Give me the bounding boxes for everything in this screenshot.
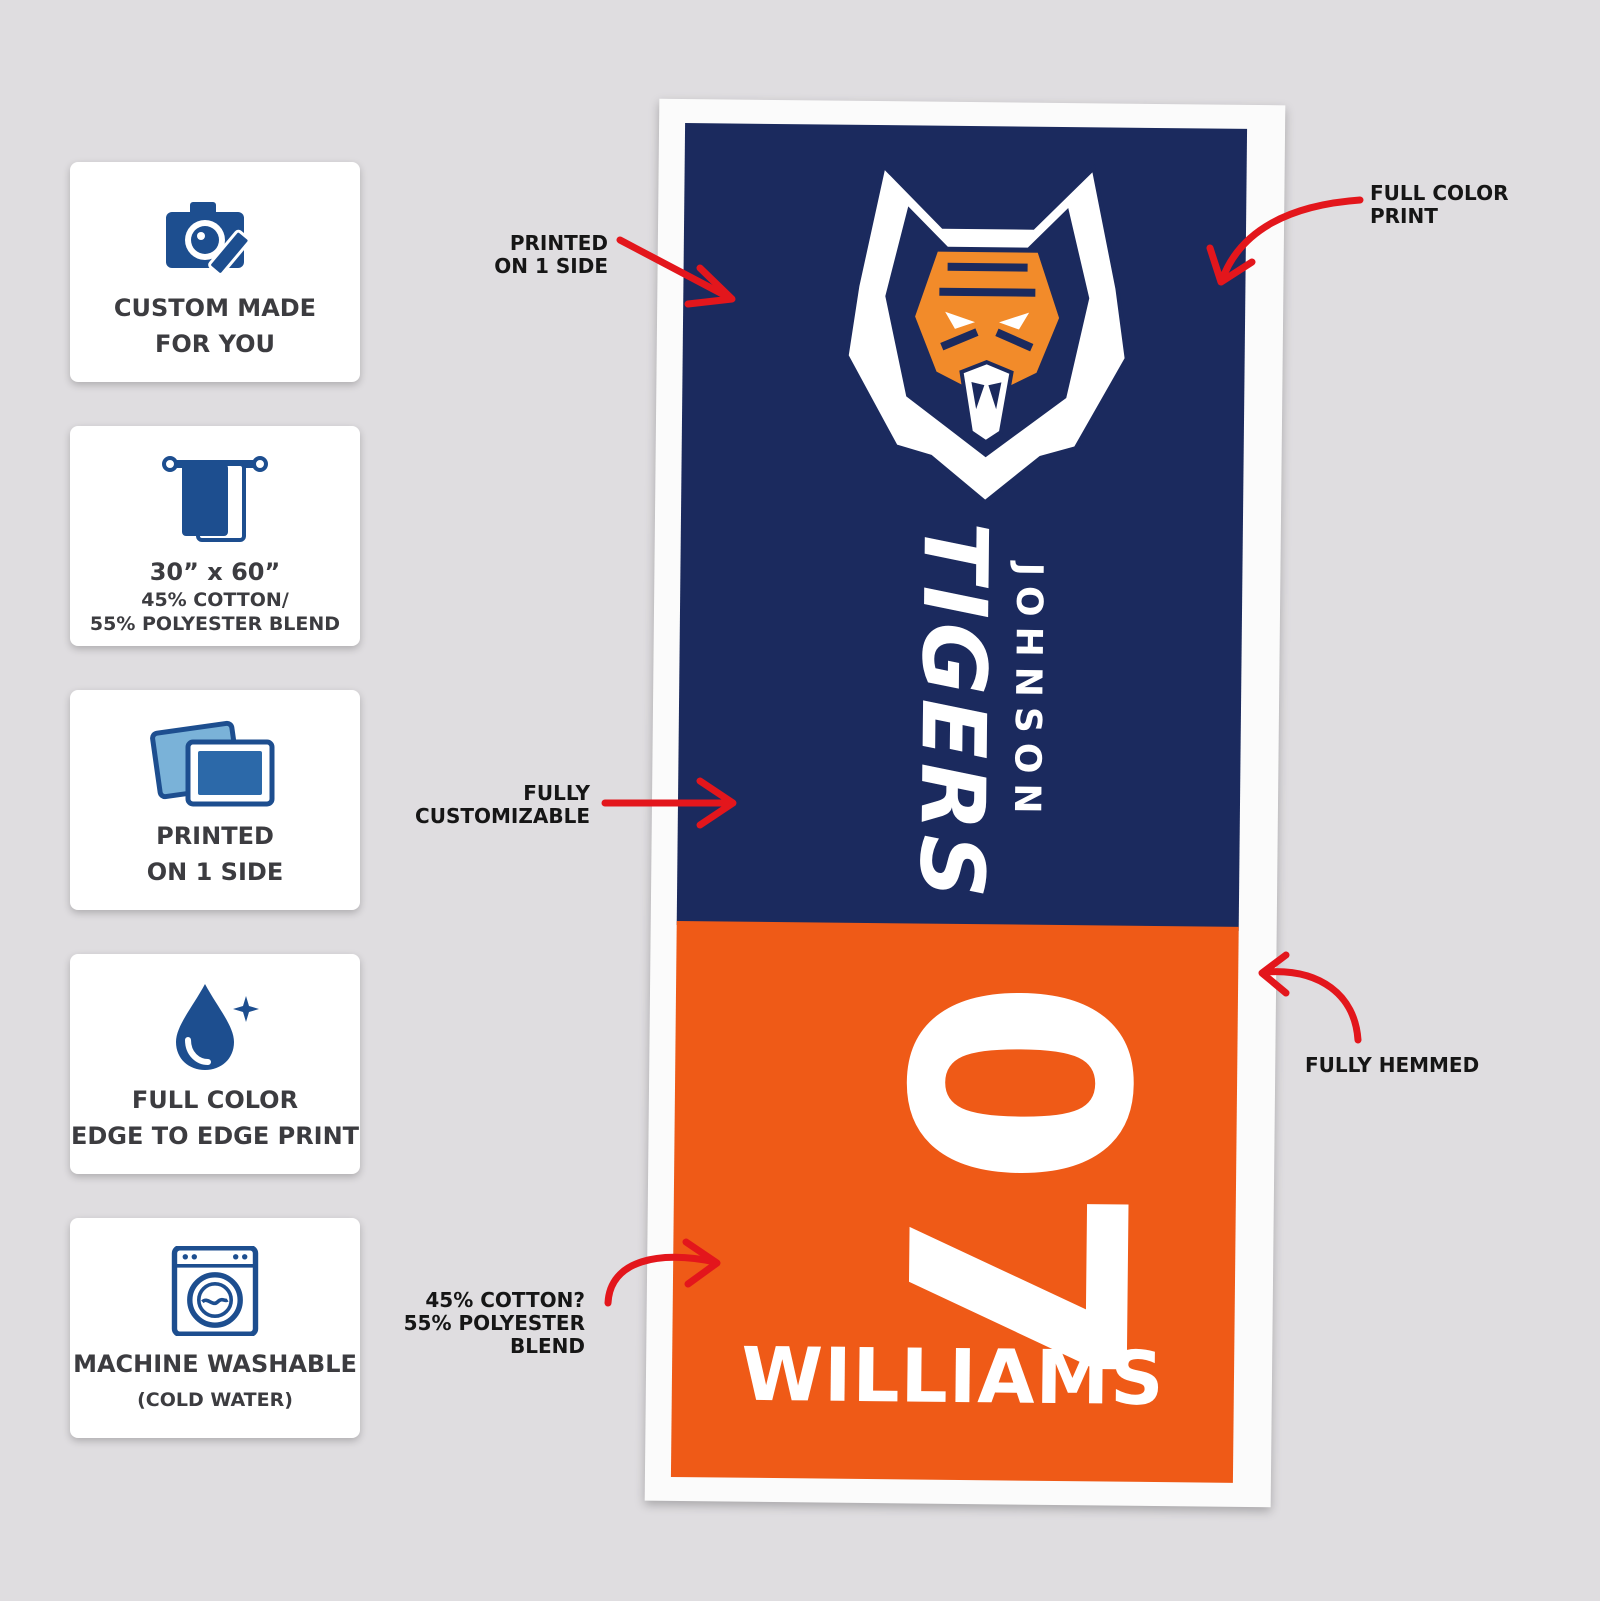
- arrow-hemmed: [1261, 968, 1362, 1044]
- arrow-customizable-head: [696, 777, 737, 829]
- feature-card-size: 30” x 60” 45% COTTON/ 55% POLYESTER BLEN…: [70, 426, 360, 646]
- card-title: CUSTOM MADE FOR YOU: [113, 294, 317, 358]
- arrow-blend-head: [682, 1238, 721, 1288]
- card-title: FULL COLOR EDGE TO EDGE PRINT: [70, 1086, 360, 1150]
- camera-pencil-icon: [70, 190, 360, 280]
- card-title: MACHINE WASHABLE: [73, 1350, 357, 1378]
- arrow-full-color-head: [1206, 244, 1256, 286]
- arrow-printed: [616, 236, 734, 302]
- callout-hemmed: FULLY HEMMED: [1305, 1053, 1480, 1077]
- feature-card-printed: PRINTED ON 1 SIDE: [70, 690, 360, 910]
- feature-card-color: FULL COLOR EDGE TO EDGE PRINT: [70, 954, 360, 1174]
- arrow-full-color: [1218, 196, 1364, 284]
- washing-machine-icon: [70, 1246, 360, 1336]
- arrow-blend: [604, 1253, 719, 1307]
- card-title: 30” x 60”: [149, 558, 281, 586]
- feature-card-wash: MACHINE WASHABLE (COLD WATER): [70, 1218, 360, 1438]
- water-drop-icon: [70, 982, 360, 1072]
- photos-icon: [70, 718, 360, 808]
- towel-icon: [70, 454, 360, 544]
- card-title: PRINTED ON 1 SIDE: [146, 822, 284, 886]
- arrow-printed-head: [684, 264, 736, 308]
- feature-card-custom: CUSTOM MADE FOR YOU: [70, 162, 360, 382]
- towel-mockup: TIGERS JOHNSON 07 WILLIAMS: [644, 98, 1286, 1508]
- tiger-head-icon: [844, 162, 1129, 505]
- card-subtitle: (COLD WATER): [137, 1389, 293, 1411]
- card-subtitle: 45% COTTON/ 55% POLYESTER BLEND: [89, 589, 341, 635]
- arrow-hemmed-head: [1258, 951, 1290, 997]
